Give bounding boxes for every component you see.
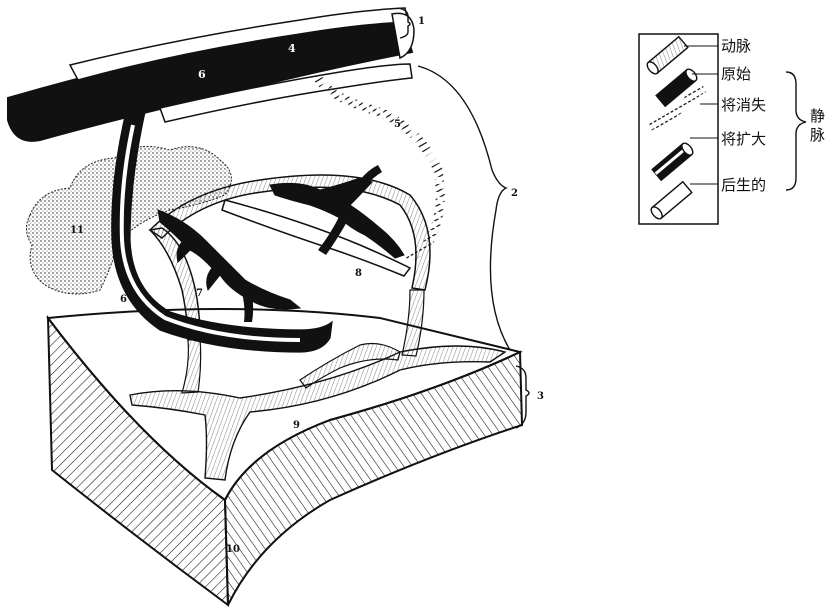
legend-vein-char-1: 静 <box>810 107 825 125</box>
legend-vein-brace <box>786 72 806 190</box>
label-5: 5 <box>394 119 401 130</box>
label-7: 7 <box>196 288 203 299</box>
label-3: 3 <box>537 391 544 402</box>
label-9: 9 <box>293 420 300 431</box>
legend-label-artery: 动脉 <box>721 37 751 55</box>
label-10: 10 <box>226 544 240 555</box>
label-6-top: 6 <box>198 68 206 81</box>
bracket-2 <box>418 66 510 350</box>
legend-vein-char-2: 脉 <box>810 126 825 144</box>
label-4: 4 <box>288 42 296 55</box>
main-vessel-4 <box>8 8 414 141</box>
legend-label-secondary: 后生的 <box>721 176 766 194</box>
label-11: 11 <box>70 225 84 236</box>
label-2: 2 <box>511 188 518 199</box>
legend-label-vanishing: 将消失 <box>721 96 766 114</box>
label-1: 1 <box>418 16 425 27</box>
label-6-loop: 6 <box>120 294 127 305</box>
legend-label-primitive: 原始 <box>721 65 751 83</box>
label-8: 8 <box>355 268 362 279</box>
legend: 动脉 原始 将消失 将扩大 后生的 静 脉 <box>639 34 825 224</box>
legend-label-enlarging: 将扩大 <box>721 130 766 148</box>
